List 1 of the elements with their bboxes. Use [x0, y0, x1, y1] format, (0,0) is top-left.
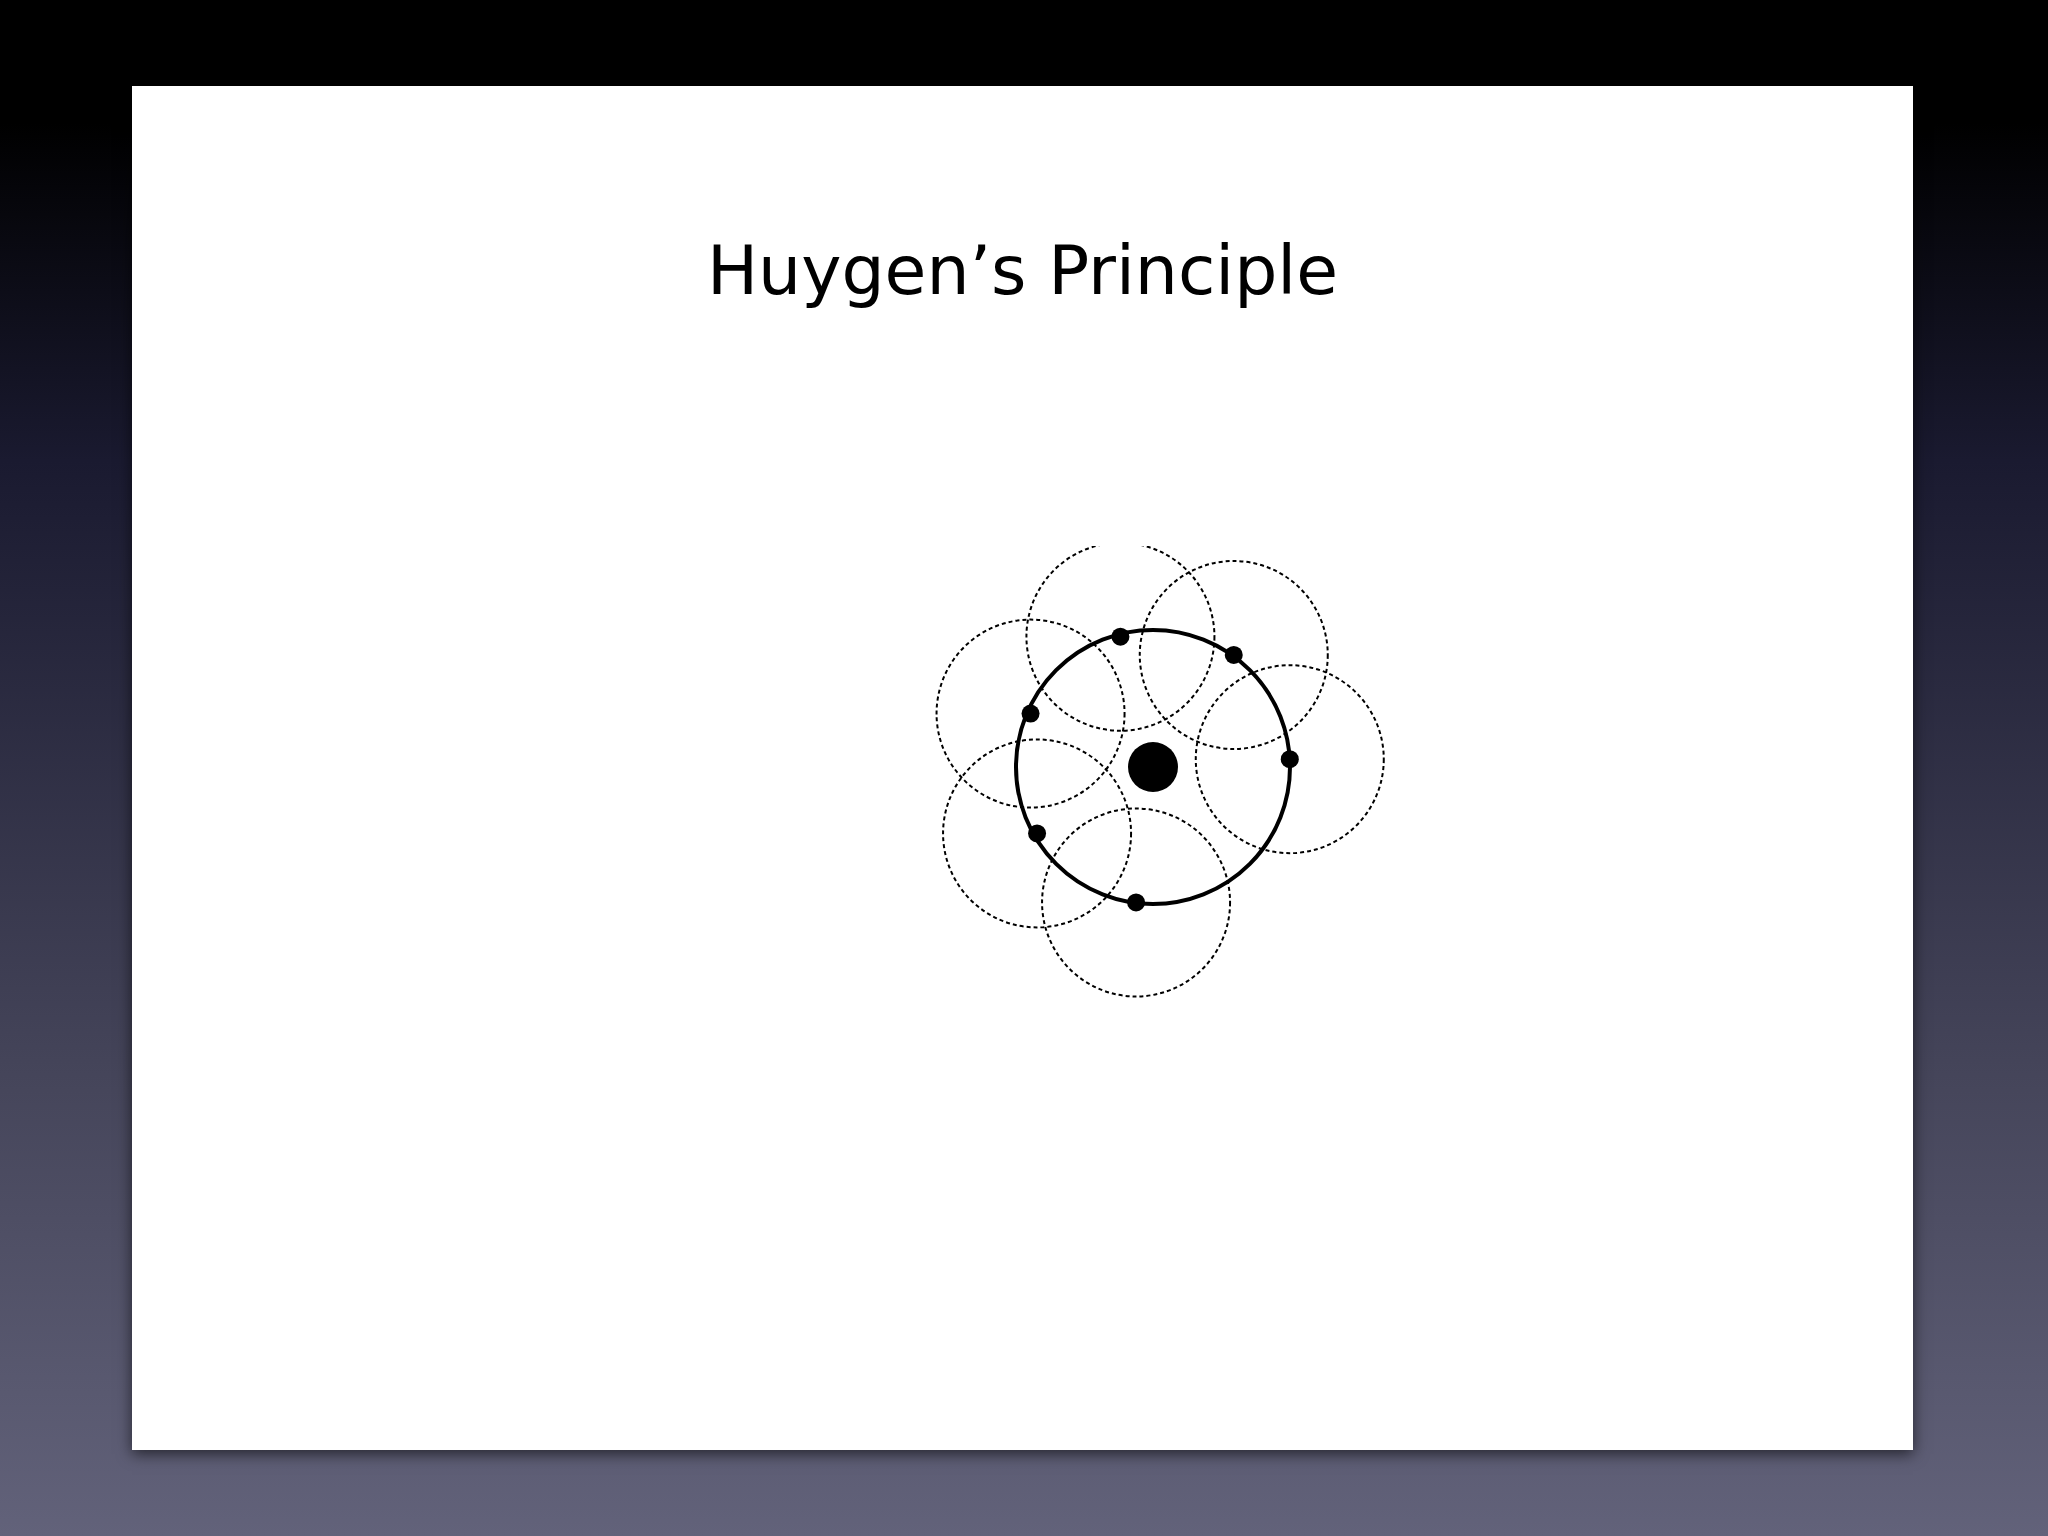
- slide-title: Huygen’s Principle: [705, 231, 1340, 310]
